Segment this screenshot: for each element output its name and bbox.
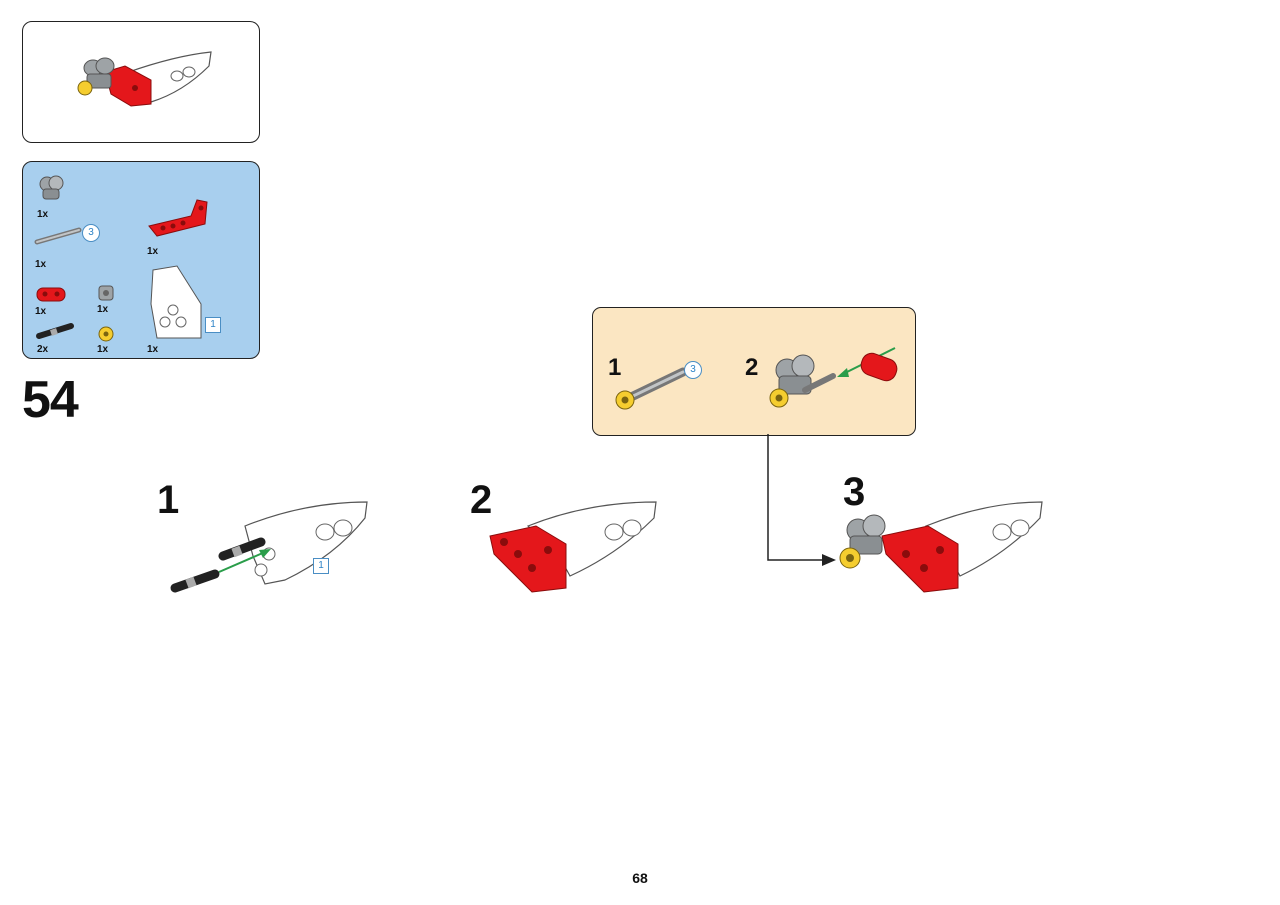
sub-step-number: 3 (843, 470, 866, 514)
sub-step-1-illustration (170, 501, 368, 593)
panel-ref-badge: 1 (205, 317, 221, 333)
part-qty: 1x (37, 209, 49, 220)
part-red-l-beam-icon (148, 199, 208, 237)
part-grey-bush-icon (98, 285, 114, 301)
callout-axle-with-bush-illustration (615, 367, 688, 410)
callout-box: 1 3 2 (592, 307, 916, 436)
part-qty: 1x (97, 304, 109, 315)
part-qty: 1x (97, 344, 109, 355)
sub-step-1-ref-badge: 1 (313, 558, 329, 574)
submodel-preview-illustration (77, 51, 212, 107)
submodel-preview-box (22, 21, 260, 143)
part-grey-axle-icon (34, 227, 82, 245)
part-qty: 2x (37, 344, 49, 355)
sub-step-number: 1 (157, 478, 180, 522)
part-red-2-beam-icon (36, 287, 66, 302)
part-black-connector-peg-icon (36, 323, 74, 339)
callout-connector-arrow (767, 434, 836, 566)
callout-step-number: 1 (608, 354, 622, 381)
sub-step-3-illustration (839, 501, 1043, 593)
sub-step-2-illustration (489, 501, 657, 593)
step-number: 54 (22, 371, 79, 429)
part-qty: 1x (147, 246, 159, 257)
part-yellow-half-bush-icon (98, 326, 114, 342)
callout-step-number: 2 (745, 354, 759, 381)
callout-cross-block-assembly-illustration (769, 347, 898, 408)
sub-step-number: 2 (470, 478, 493, 522)
part-qty: 1x (35, 259, 47, 270)
part-white-panel-icon (150, 265, 202, 339)
part-grey-double-cross-block-icon (39, 175, 64, 200)
parts-list-box: 1x 3 1x 1x 1x 1x 1 1x 2x (22, 161, 260, 359)
part-qty: 1x (35, 306, 47, 317)
page-number: 68 (632, 870, 648, 886)
callout-axle-length-badge: 3 (684, 361, 702, 379)
axle-length-badge: 3 (82, 224, 100, 242)
part-qty: 1x (147, 344, 159, 355)
